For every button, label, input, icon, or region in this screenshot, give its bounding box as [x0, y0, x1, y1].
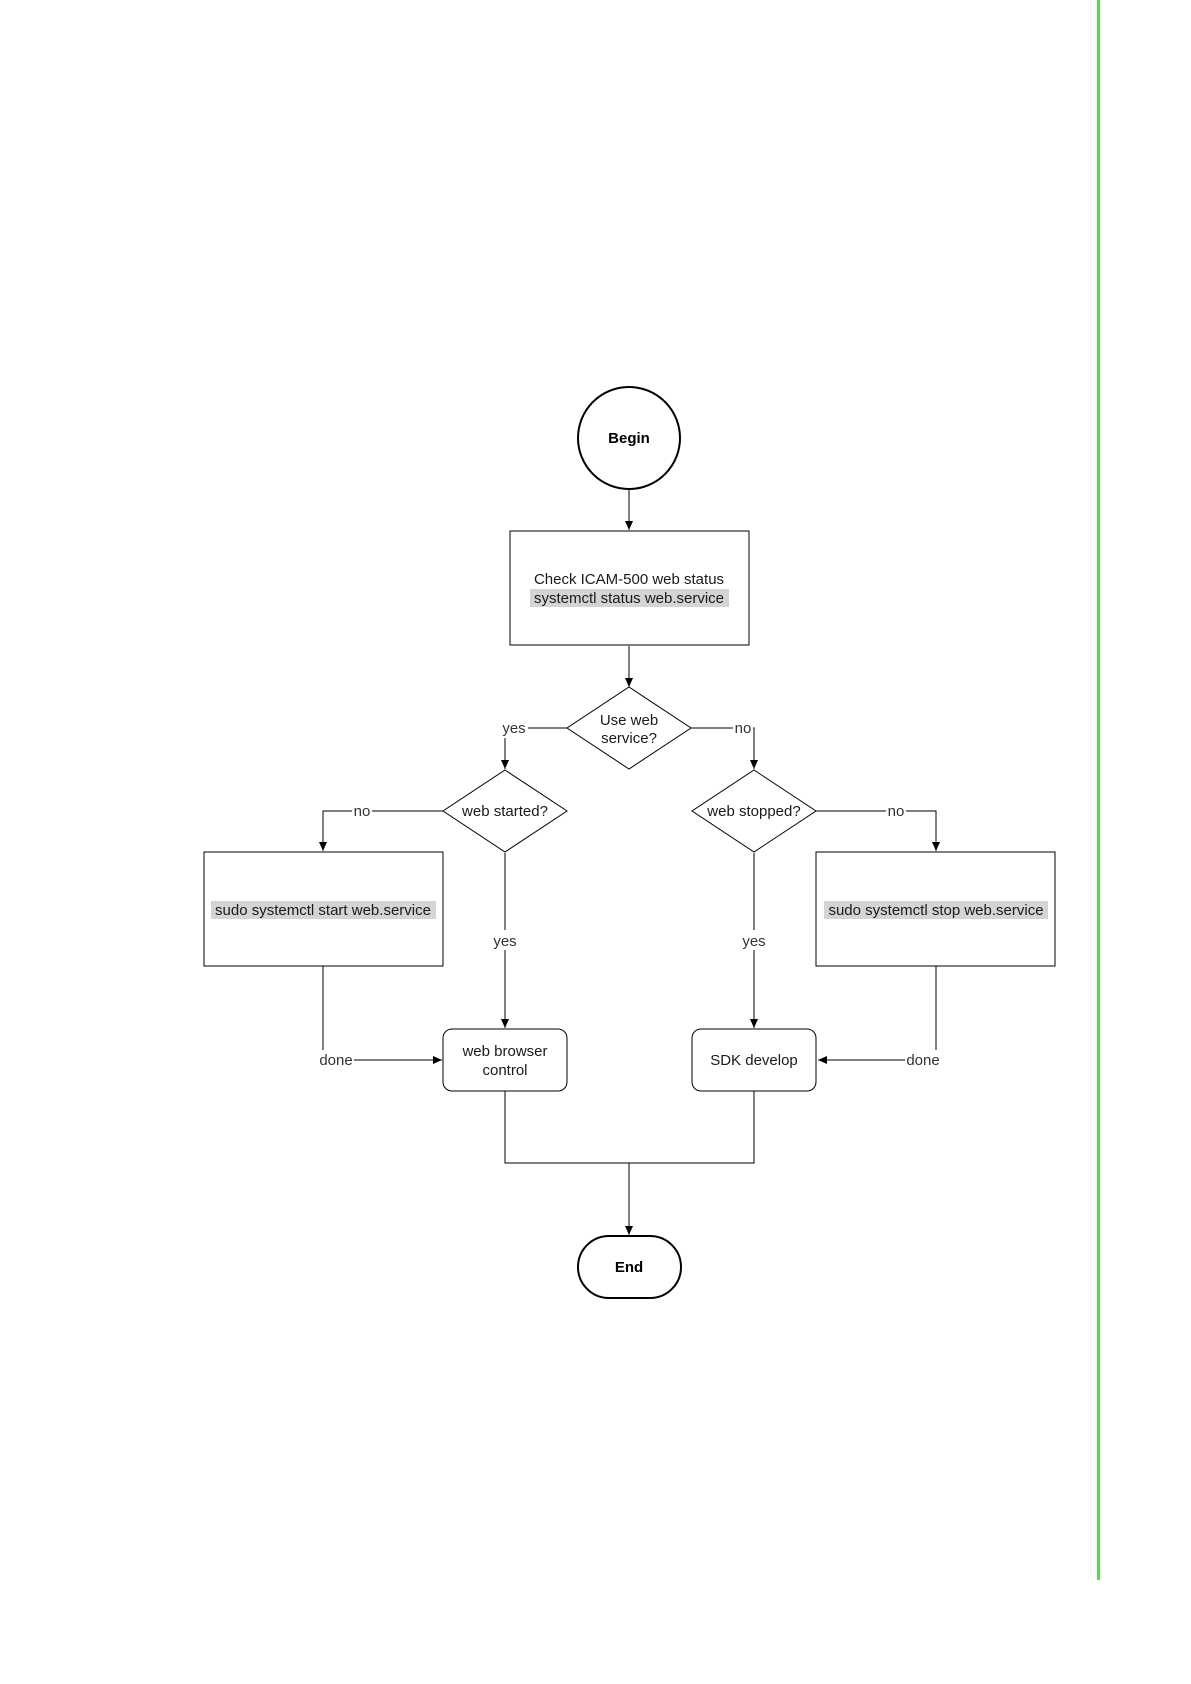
edge-label-start-done: done	[319, 1052, 352, 1069]
web-stopped-decision: web stopped?	[692, 770, 816, 852]
web-started-decision: web started?	[443, 770, 567, 852]
check-status-title: Check ICAM-500 web status	[534, 571, 724, 588]
start-command-node: sudo systemctl start web.service	[204, 852, 443, 966]
end-label: End	[615, 1259, 643, 1276]
edge-started-no	[323, 811, 443, 851]
browser-control-node: web browser control	[443, 1029, 567, 1091]
use-web-decision: Use web service?	[567, 687, 691, 769]
start-command-label: sudo systemctl start web.service	[215, 902, 431, 919]
edge-label-stop-done: done	[906, 1052, 939, 1069]
check-status-command: systemctl status web.service	[534, 590, 724, 607]
edge-start-done	[323, 966, 442, 1060]
edge-label-stopped-no: no	[888, 803, 905, 820]
browser-control-label-2: control	[482, 1062, 527, 1079]
begin-node: Begin	[578, 387, 680, 489]
begin-label: Begin	[608, 430, 650, 447]
edge-label-stopped-yes: yes	[742, 933, 765, 950]
sdk-develop-node: SDK develop	[692, 1029, 816, 1091]
edge-stopped-no	[816, 811, 936, 851]
edge-browser-merge	[505, 1091, 754, 1163]
edge-label-use-web-no: no	[735, 720, 752, 737]
use-web-label-2: service?	[601, 730, 657, 747]
browser-control-label-1: web browser	[461, 1043, 547, 1060]
web-stopped-label: web stopped?	[706, 803, 800, 820]
use-web-label-1: Use web	[600, 712, 658, 729]
edge-label-started-yes: yes	[493, 933, 516, 950]
check-status-node: Check ICAM-500 web status systemctl stat…	[510, 531, 749, 645]
edge-label-use-web-yes: yes	[502, 720, 525, 737]
sdk-develop-label: SDK develop	[710, 1052, 798, 1069]
end-node: End	[578, 1236, 681, 1298]
edge-label-started-no: no	[354, 803, 371, 820]
stop-command-label: sudo systemctl stop web.service	[828, 902, 1043, 919]
edge-stop-done	[818, 966, 936, 1060]
web-started-label: web started?	[461, 803, 548, 820]
stop-command-node: sudo systemctl stop web.service	[816, 852, 1055, 966]
page-margin-rule	[1097, 0, 1100, 1580]
